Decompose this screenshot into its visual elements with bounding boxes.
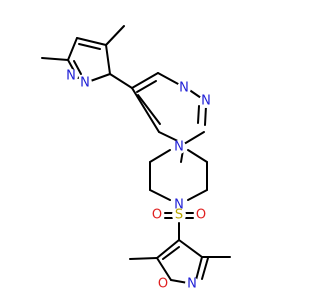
atom-o-isoxazole: O	[158, 277, 168, 292]
atom-o-sulfonyl-right: O	[196, 208, 206, 223]
sulfonyl-group	[164, 212, 194, 241]
atom-n-piperazine-1: N	[174, 140, 184, 155]
atom-n-pyrimidine-3: N	[201, 94, 211, 109]
atom-o-sulfonyl-left: O	[152, 208, 162, 223]
pyrazole-ring	[41, 25, 125, 84]
pyrimidine-ring	[131, 72, 207, 145]
atom-s-sulfonyl: S	[175, 208, 183, 223]
bond-pyrazole-pyrimidine	[109, 73, 133, 89]
atom-n-isoxazole: N	[187, 277, 197, 292]
atom-labels: N N N N N N S O O O N	[64, 69, 213, 292]
piperazine-ring	[149, 149, 208, 201]
isoxazole-ring	[129, 239, 231, 284]
atom-n-pyrimidine-1: N	[179, 81, 189, 96]
atom-n-pyrazole-1: N	[80, 76, 90, 91]
atom-n-piperazine-4: N	[174, 198, 184, 213]
atom-n-pyrazole-2: N	[66, 69, 76, 84]
chemical-structure: N N N N N N S O O O N	[41, 25, 231, 292]
